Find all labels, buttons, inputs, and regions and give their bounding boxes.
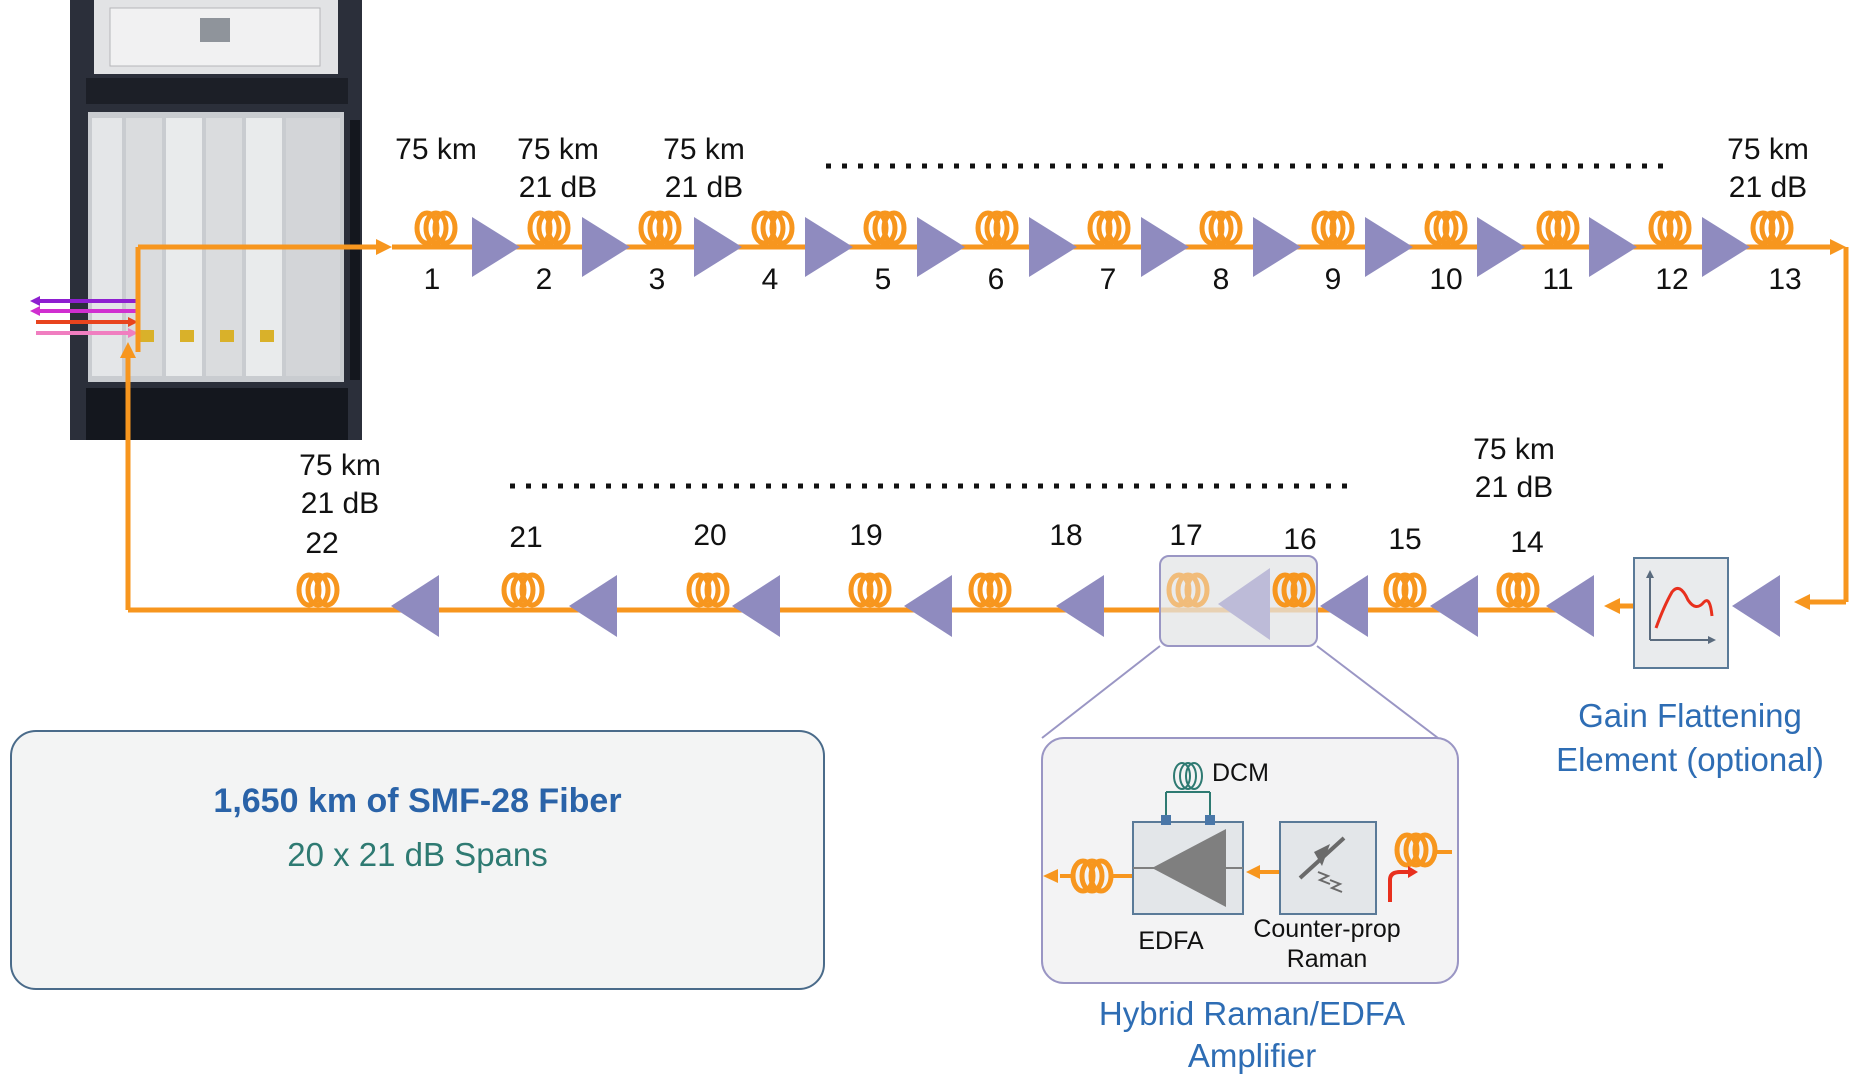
fiber-spool-icon [978, 213, 1016, 243]
hybrid-amplifier-highlight [1041, 555, 1439, 739]
amplifier-triangle [1029, 217, 1077, 277]
fiber-spool-icon [1202, 213, 1240, 243]
span-loss-label: 21 dB [518, 171, 598, 204]
span-number: 2 [535, 263, 553, 296]
span-loss-label: 21 dB [1474, 471, 1554, 504]
dcm-label: DCM [1212, 759, 1269, 787]
span-number: 3 [648, 263, 666, 296]
span-length-label: 75 km [395, 133, 477, 166]
gain-flattening-element [1633, 557, 1729, 669]
edfa-label: EDFA [1138, 927, 1204, 955]
span-length-label: 75 km [1473, 433, 1555, 466]
fiber-spool-icon [504, 575, 542, 605]
span-length-label: 75 km [517, 133, 599, 166]
span-length-label: 75 km [299, 449, 381, 482]
amplifier-title-line1: Hybrid Raman/EDFA [1098, 995, 1406, 1032]
span-number: 22 [305, 527, 339, 560]
span-number: 5 [874, 263, 892, 296]
amplifier-triangle [1056, 575, 1104, 637]
span-loss-label: 21 dB [664, 171, 744, 204]
amplifier-triangle [904, 575, 952, 637]
fiber-spool-icon [754, 213, 792, 243]
span-number: 16 [1283, 523, 1317, 556]
gfe-label-line2: Element (optional) [1556, 741, 1824, 778]
amplifier-triangle [582, 217, 630, 277]
amplifier-triangle [1477, 217, 1525, 277]
span-loss-label: 21 dB [300, 487, 380, 520]
raman-label-line1: Counter-prop [1253, 915, 1401, 943]
amplifier-triangle [1589, 217, 1637, 277]
fiber-spool-icon [1090, 213, 1128, 243]
amplifier-triangle [1320, 575, 1368, 637]
fiber-spool-icon [641, 213, 679, 243]
fiber-spool-icon [1386, 575, 1424, 605]
fiber-spool-icon [1314, 213, 1352, 243]
span-number: 11 [1542, 263, 1574, 296]
span-number: 10 [1429, 263, 1463, 296]
span-number: 13 [1768, 263, 1802, 296]
amplifier-triangle [391, 575, 439, 637]
amplifier-title-line2: Amplifier [1187, 1037, 1317, 1074]
amplifier-triangle [694, 217, 742, 277]
amplifier-detail [1041, 737, 1459, 984]
span-number: 17 [1169, 519, 1203, 552]
span-number: 14 [1510, 526, 1544, 559]
fiber-spool-icon [1499, 575, 1537, 605]
span-number: 7 [1099, 263, 1117, 296]
summary-title: 1,650 km of SMF-28 Fiber [213, 782, 622, 820]
span-number: 19 [849, 519, 883, 552]
amplifier-triangle [1546, 575, 1594, 637]
span-loss-label: 21 dB [1728, 171, 1808, 204]
span-number: 4 [761, 263, 779, 296]
amplifier-triangle [805, 217, 853, 277]
fiber-spool-icon [530, 213, 568, 243]
span-number: 12 [1655, 263, 1689, 296]
fiber-spool-icon [851, 575, 889, 605]
fiber-spool-icon [417, 213, 455, 243]
client-channels [30, 296, 138, 338]
summary-subtitle: 20 x 21 dB Spans [287, 836, 548, 873]
transponder-rack [70, 0, 362, 440]
span-number: 18 [1049, 519, 1083, 552]
amplifier-triangle [569, 575, 617, 637]
fiber-spool-icon [299, 575, 337, 605]
fiber-ring [120, 239, 1849, 614]
amplifier-triangle [472, 217, 520, 277]
span-length-label: 75 km [1727, 133, 1809, 166]
span-number: 20 [693, 519, 727, 552]
summary-box: 1,650 km of SMF-28 Fiber 20 x 21 dB Span… [10, 730, 825, 990]
span-number: 15 [1388, 523, 1422, 556]
fiber-spool-icon [1539, 213, 1577, 243]
span-number: 1 [423, 263, 441, 296]
amplifier-triangle [1365, 217, 1413, 277]
fiber-spool-icon [1427, 213, 1465, 243]
amplifier-triangle [917, 217, 965, 277]
span-number: 6 [987, 263, 1005, 296]
amplifier-triangle [1141, 217, 1189, 277]
gfe-label-line1: Gain Flattening [1578, 697, 1802, 734]
amplifier-triangle [1702, 217, 1750, 277]
span-number: 8 [1212, 263, 1230, 296]
fiber-spool-icon [689, 575, 727, 605]
amplifier-triangle [1430, 575, 1478, 637]
fiber-spool-icon [1753, 213, 1791, 243]
span-length-label: 75 km [663, 133, 745, 166]
fiber-spool-icon [1651, 213, 1689, 243]
fiber-spool-icon [971, 575, 1009, 605]
amplifier-triangle [1732, 575, 1780, 637]
fiber-spool-icon [866, 213, 904, 243]
amplifier-triangle [732, 575, 780, 637]
span-number: 21 [509, 521, 543, 554]
span-number: 9 [1324, 263, 1342, 296]
raman-label-line2: Raman [1286, 945, 1368, 973]
amplifier-triangle [1253, 217, 1301, 277]
